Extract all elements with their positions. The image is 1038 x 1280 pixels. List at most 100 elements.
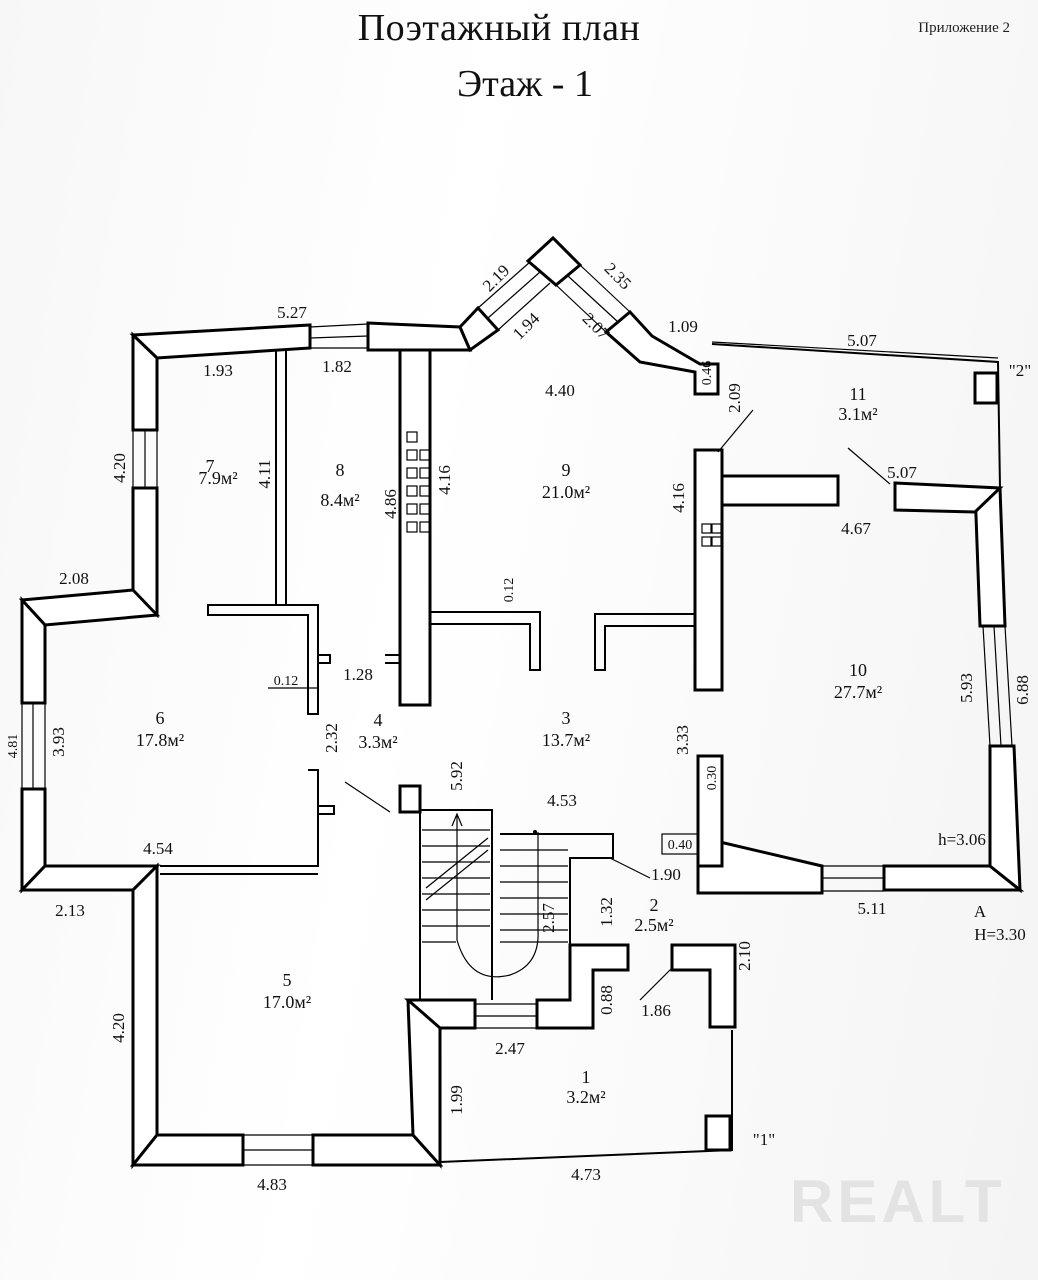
room-5-num: 5 xyxy=(283,970,292,990)
annotations: h=3.06 A H=3.30 "2" "1" xyxy=(753,361,1031,1149)
room-10-area: 27.7м² xyxy=(834,682,882,702)
dimension-label: 2.57 xyxy=(539,903,558,933)
room-10-num: 10 xyxy=(849,660,867,680)
room-4-area: 3.3м² xyxy=(358,732,397,752)
height-building: H=3.30 xyxy=(974,925,1026,944)
room-8-area: 8.4м² xyxy=(320,490,359,510)
dimension-label: 0.12 xyxy=(274,674,299,689)
dimension-label: 2.35 xyxy=(601,259,635,293)
plan-title: Поэтажный план xyxy=(357,7,641,49)
wall-2-right xyxy=(670,943,737,1029)
stair-dot xyxy=(533,830,537,834)
vent-icon xyxy=(406,431,418,443)
wall-6-bottom xyxy=(160,769,319,875)
dimension-label: 4.16 xyxy=(669,483,688,513)
room-11-num: 11 xyxy=(849,384,866,404)
wall-top-left xyxy=(129,323,312,360)
stair-turn xyxy=(456,832,539,978)
room-5-area: 17.0м² xyxy=(263,992,311,1012)
room-11-area: 3.1м² xyxy=(838,404,877,424)
room-1-outline xyxy=(439,1030,733,1163)
dimension-label: 4.20 xyxy=(109,1013,128,1043)
corner-label: A xyxy=(974,902,987,921)
room-6-num: 6 xyxy=(156,708,165,728)
column-stair xyxy=(398,784,422,814)
dimension-label: 4.53 xyxy=(547,791,577,810)
leader-lines xyxy=(268,341,999,1001)
vent-icon xyxy=(406,521,418,533)
dimension-label: 0.40 xyxy=(668,838,693,853)
leader-209 xyxy=(717,409,754,453)
wall-top-mid xyxy=(366,321,473,352)
dimension-label: 4.81 xyxy=(6,734,21,759)
dimension-label: 5.93 xyxy=(957,673,976,703)
dimension-label: 2.10 xyxy=(735,941,754,971)
vent-icon xyxy=(406,449,418,461)
dimension-label: 1.93 xyxy=(203,361,233,380)
outer-walls xyxy=(18,235,1025,1170)
dimension-label: 3.33 xyxy=(673,725,692,755)
dimension-label: 1.99 xyxy=(447,1085,466,1115)
interior-walls xyxy=(160,348,840,875)
dimension-label: 4.86 xyxy=(381,489,400,519)
wall-9-left-stub xyxy=(430,611,541,671)
wall-7-8 xyxy=(275,350,287,605)
wall-left-5 xyxy=(131,862,159,1170)
dimension-label: 5.27 xyxy=(277,303,307,322)
dimension-label: 1.82 xyxy=(322,357,352,376)
dimension-label: 3.93 xyxy=(49,727,68,757)
stair-treads-left xyxy=(422,829,490,943)
window-left-7 xyxy=(132,430,158,488)
vent-blocks xyxy=(406,431,722,547)
vent-icon xyxy=(406,467,418,479)
appendix-label: Приложение 2 xyxy=(918,20,1010,36)
room-3-area: 13.7м² xyxy=(542,730,590,750)
vent-icon xyxy=(419,467,431,479)
room-9-num: 9 xyxy=(562,460,571,480)
wall-6-top xyxy=(207,604,319,715)
vent-icon xyxy=(701,536,712,547)
wall-8-9 xyxy=(398,348,432,707)
marker-2: "2" xyxy=(1009,361,1031,380)
dimension-label: 1.90 xyxy=(651,865,681,884)
window-1-top xyxy=(475,1003,537,1029)
room-2-num: 2 xyxy=(650,895,659,915)
window-right-10 xyxy=(982,625,1013,747)
plan-subtitle: Этаж - 1 xyxy=(457,63,593,105)
dimension-label: 0.88 xyxy=(597,985,616,1015)
wall-jog-6 xyxy=(18,588,161,627)
vent-icon xyxy=(419,503,431,515)
vent-icon xyxy=(419,449,431,461)
room-11-outline xyxy=(711,343,1001,489)
dimension-label: 5.11 xyxy=(857,899,886,918)
wall-bay-top xyxy=(525,235,583,287)
window-top-8 xyxy=(309,323,369,349)
column-1 xyxy=(704,1114,732,1152)
dimension-label: 2.07 xyxy=(579,309,614,344)
dimension-label: 6.88 xyxy=(1013,675,1032,705)
leader-186 xyxy=(639,967,673,1001)
wall-10-top-inner xyxy=(720,474,840,507)
room-2-area: 2.5м² xyxy=(634,915,673,935)
dimension-label: 5.07 xyxy=(847,331,877,350)
leader-507 xyxy=(847,447,891,485)
dimension-label: 0.12 xyxy=(502,578,517,603)
dimension-label: 4.40 xyxy=(545,381,575,400)
window-left-6 xyxy=(21,703,46,789)
window-bay-left xyxy=(477,261,551,331)
room-1-num: 1 xyxy=(582,1067,591,1087)
wall-bay-right xyxy=(603,309,720,396)
room-3-num: 3 xyxy=(562,708,571,728)
window-bottom-10 xyxy=(822,865,884,892)
vent-icon xyxy=(419,485,431,497)
window-bay-right xyxy=(555,264,631,333)
dimension-label: 1.09 xyxy=(668,317,698,336)
leader-190 xyxy=(609,857,651,879)
vent-icon xyxy=(711,536,722,547)
stair-arrow-up xyxy=(451,812,463,940)
wall-10-left xyxy=(696,754,724,868)
room-7-num: 7 xyxy=(206,456,215,476)
wall-9-10 xyxy=(693,448,724,692)
